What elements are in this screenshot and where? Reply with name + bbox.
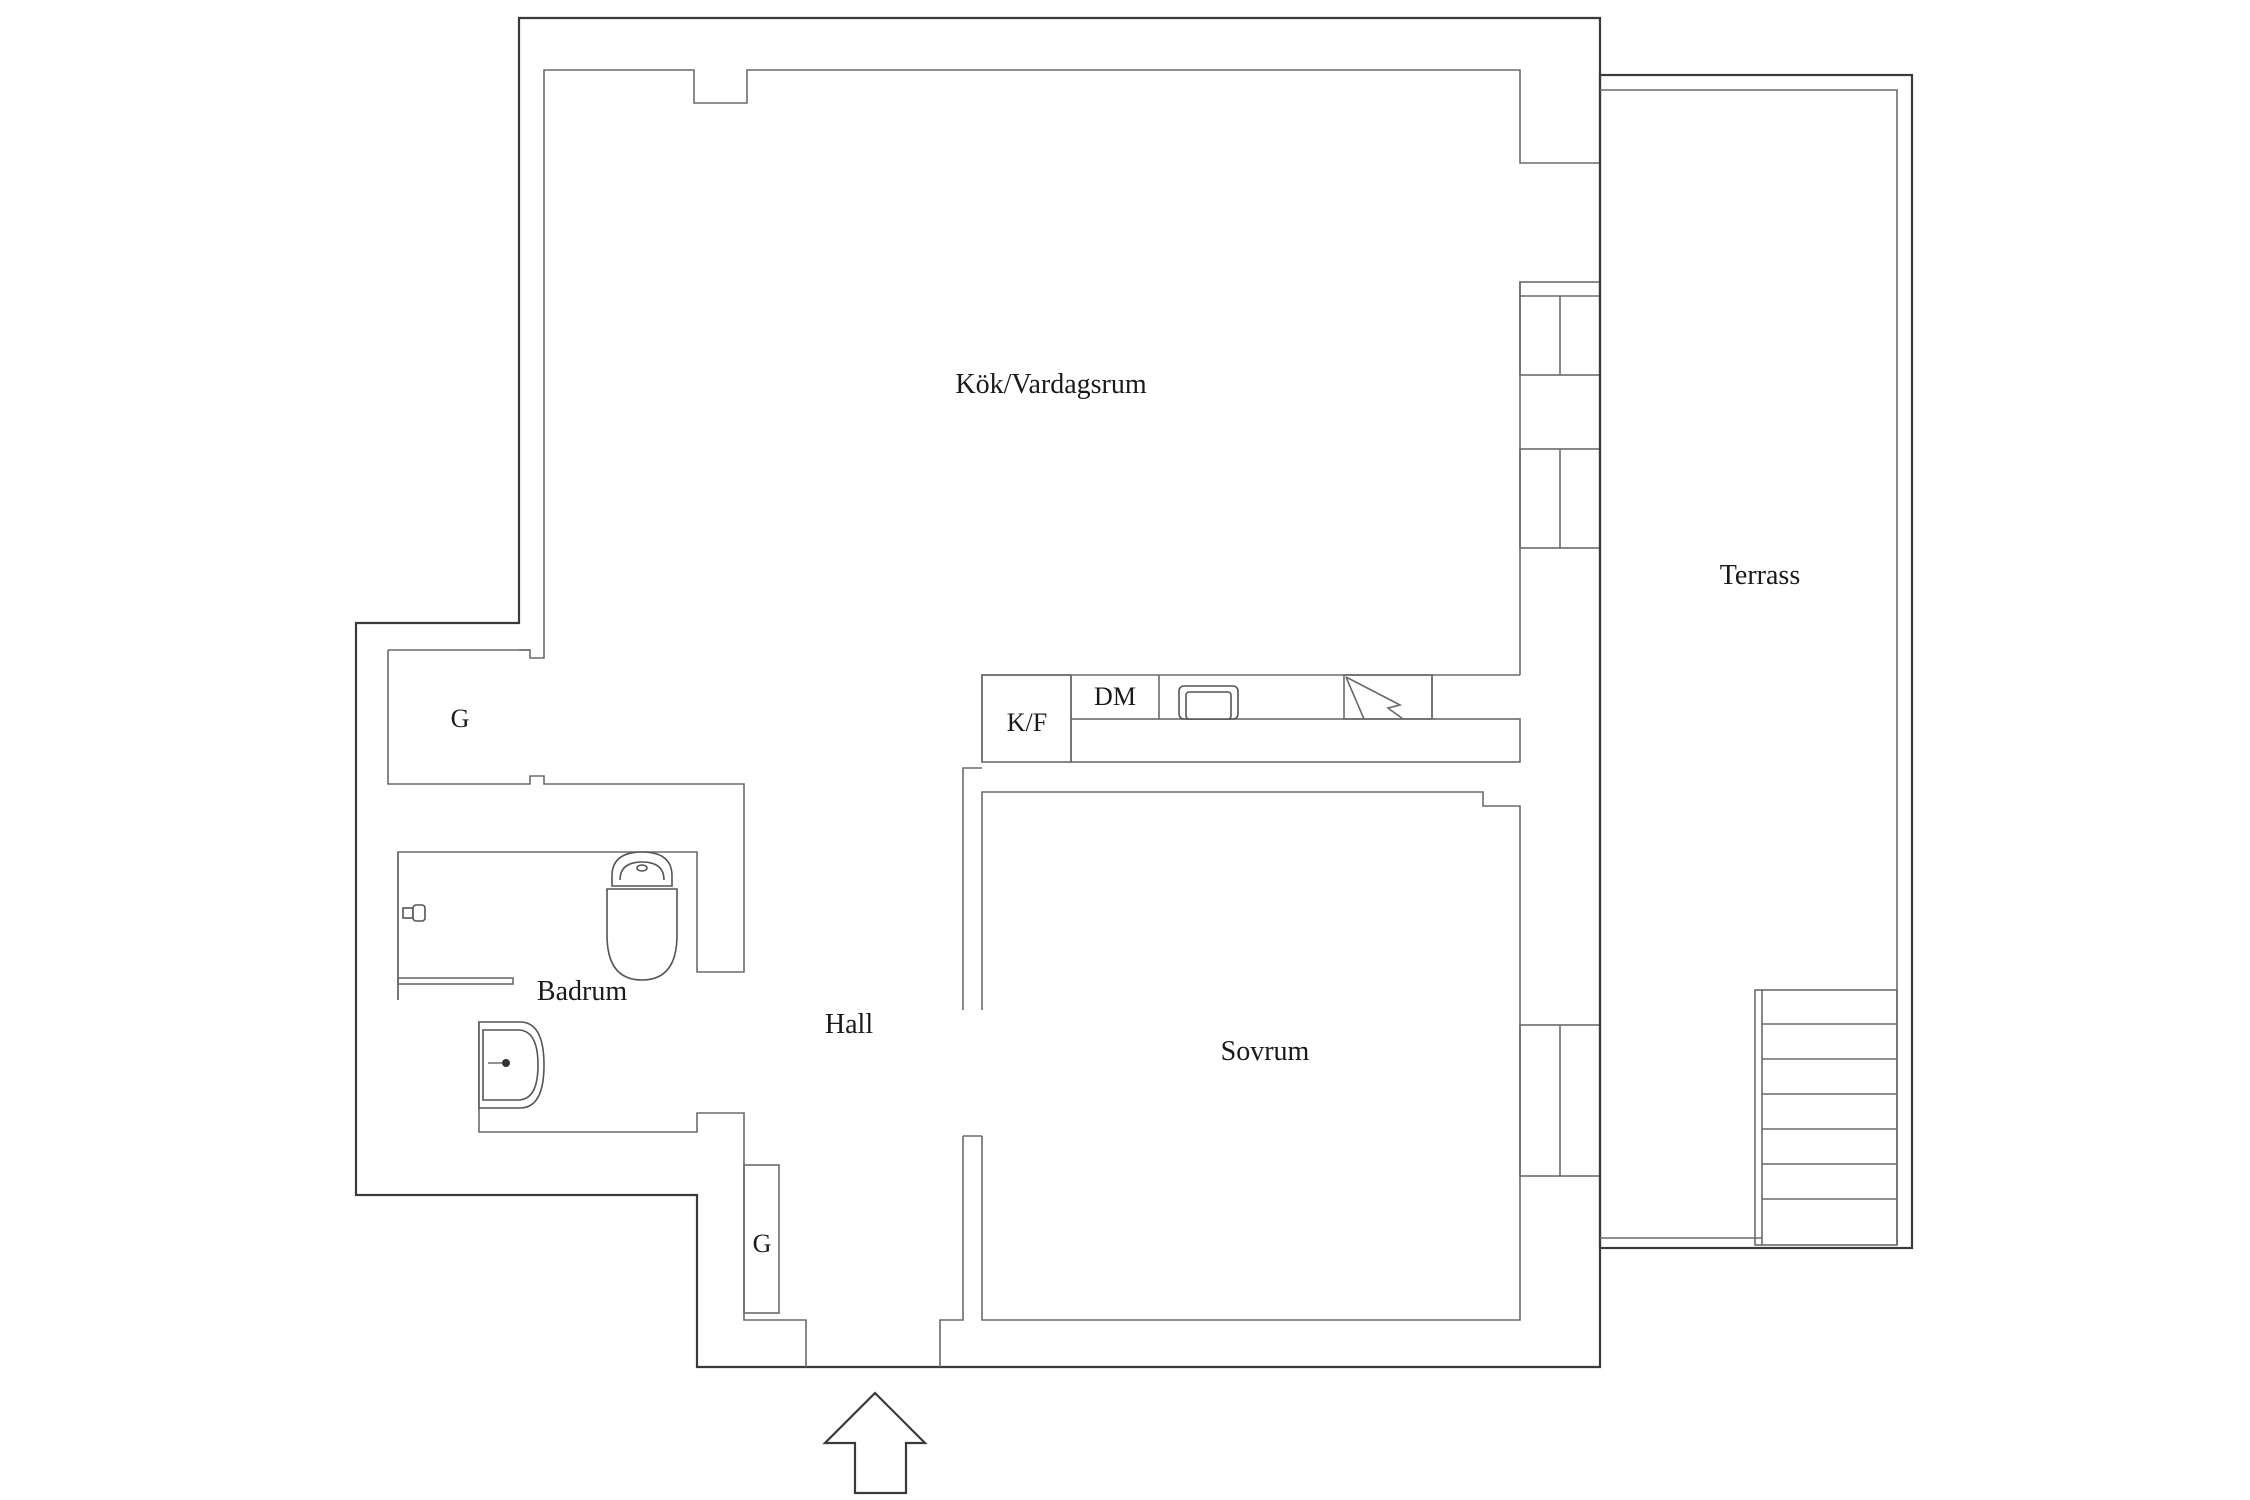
closet-upper [387, 649, 745, 1000]
outer-wall [354, 16, 1602, 1369]
bedroom-wall [981, 791, 1521, 1321]
living-inner-wall [543, 69, 1600, 650]
fridge-freezer [981, 674, 1072, 763]
terrace-inner [1600, 89, 1898, 1245]
terrace-outline [1598, 73, 1914, 1250]
window-middle [1519, 448, 1601, 549]
room-label-bathroom: Badrum [537, 976, 627, 1007]
kitchen-counter [981, 674, 1521, 763]
living-inner-wall-left-lower [519, 649, 545, 659]
kitchen-sink [1178, 685, 1239, 720]
terrace-stairs [1754, 989, 1898, 1246]
fridge-freezer-label: K/F [1007, 708, 1047, 737]
entrance-arrow-icon [822, 1391, 928, 1495]
room-label-kitchen-living: Kök/Vardagsrum [955, 369, 1147, 400]
shower-head-icon [402, 904, 426, 922]
hall-bedroom-wall [962, 767, 982, 1010]
bedroom-door-jamb [939, 1135, 982, 1367]
window-upper [1519, 281, 1601, 376]
dishwasher-label: DM [1094, 682, 1136, 711]
room-label-bedroom: Sovrum [1221, 1036, 1310, 1067]
room-label-terrace: Terrass [1720, 560, 1800, 591]
kitchen-stove [1343, 674, 1433, 720]
room-label-closet-lower: G [753, 1229, 772, 1258]
closet-lower [743, 1164, 807, 1367]
room-label-hall: Hall [825, 1009, 873, 1040]
room-label-closet-upper: G [451, 704, 470, 733]
bathroom-wall [397, 852, 745, 1165]
toilet-icon [606, 851, 678, 981]
basin-icon [478, 1021, 545, 1109]
shower-screen [397, 977, 514, 985]
window-bedroom [1519, 1024, 1601, 1177]
